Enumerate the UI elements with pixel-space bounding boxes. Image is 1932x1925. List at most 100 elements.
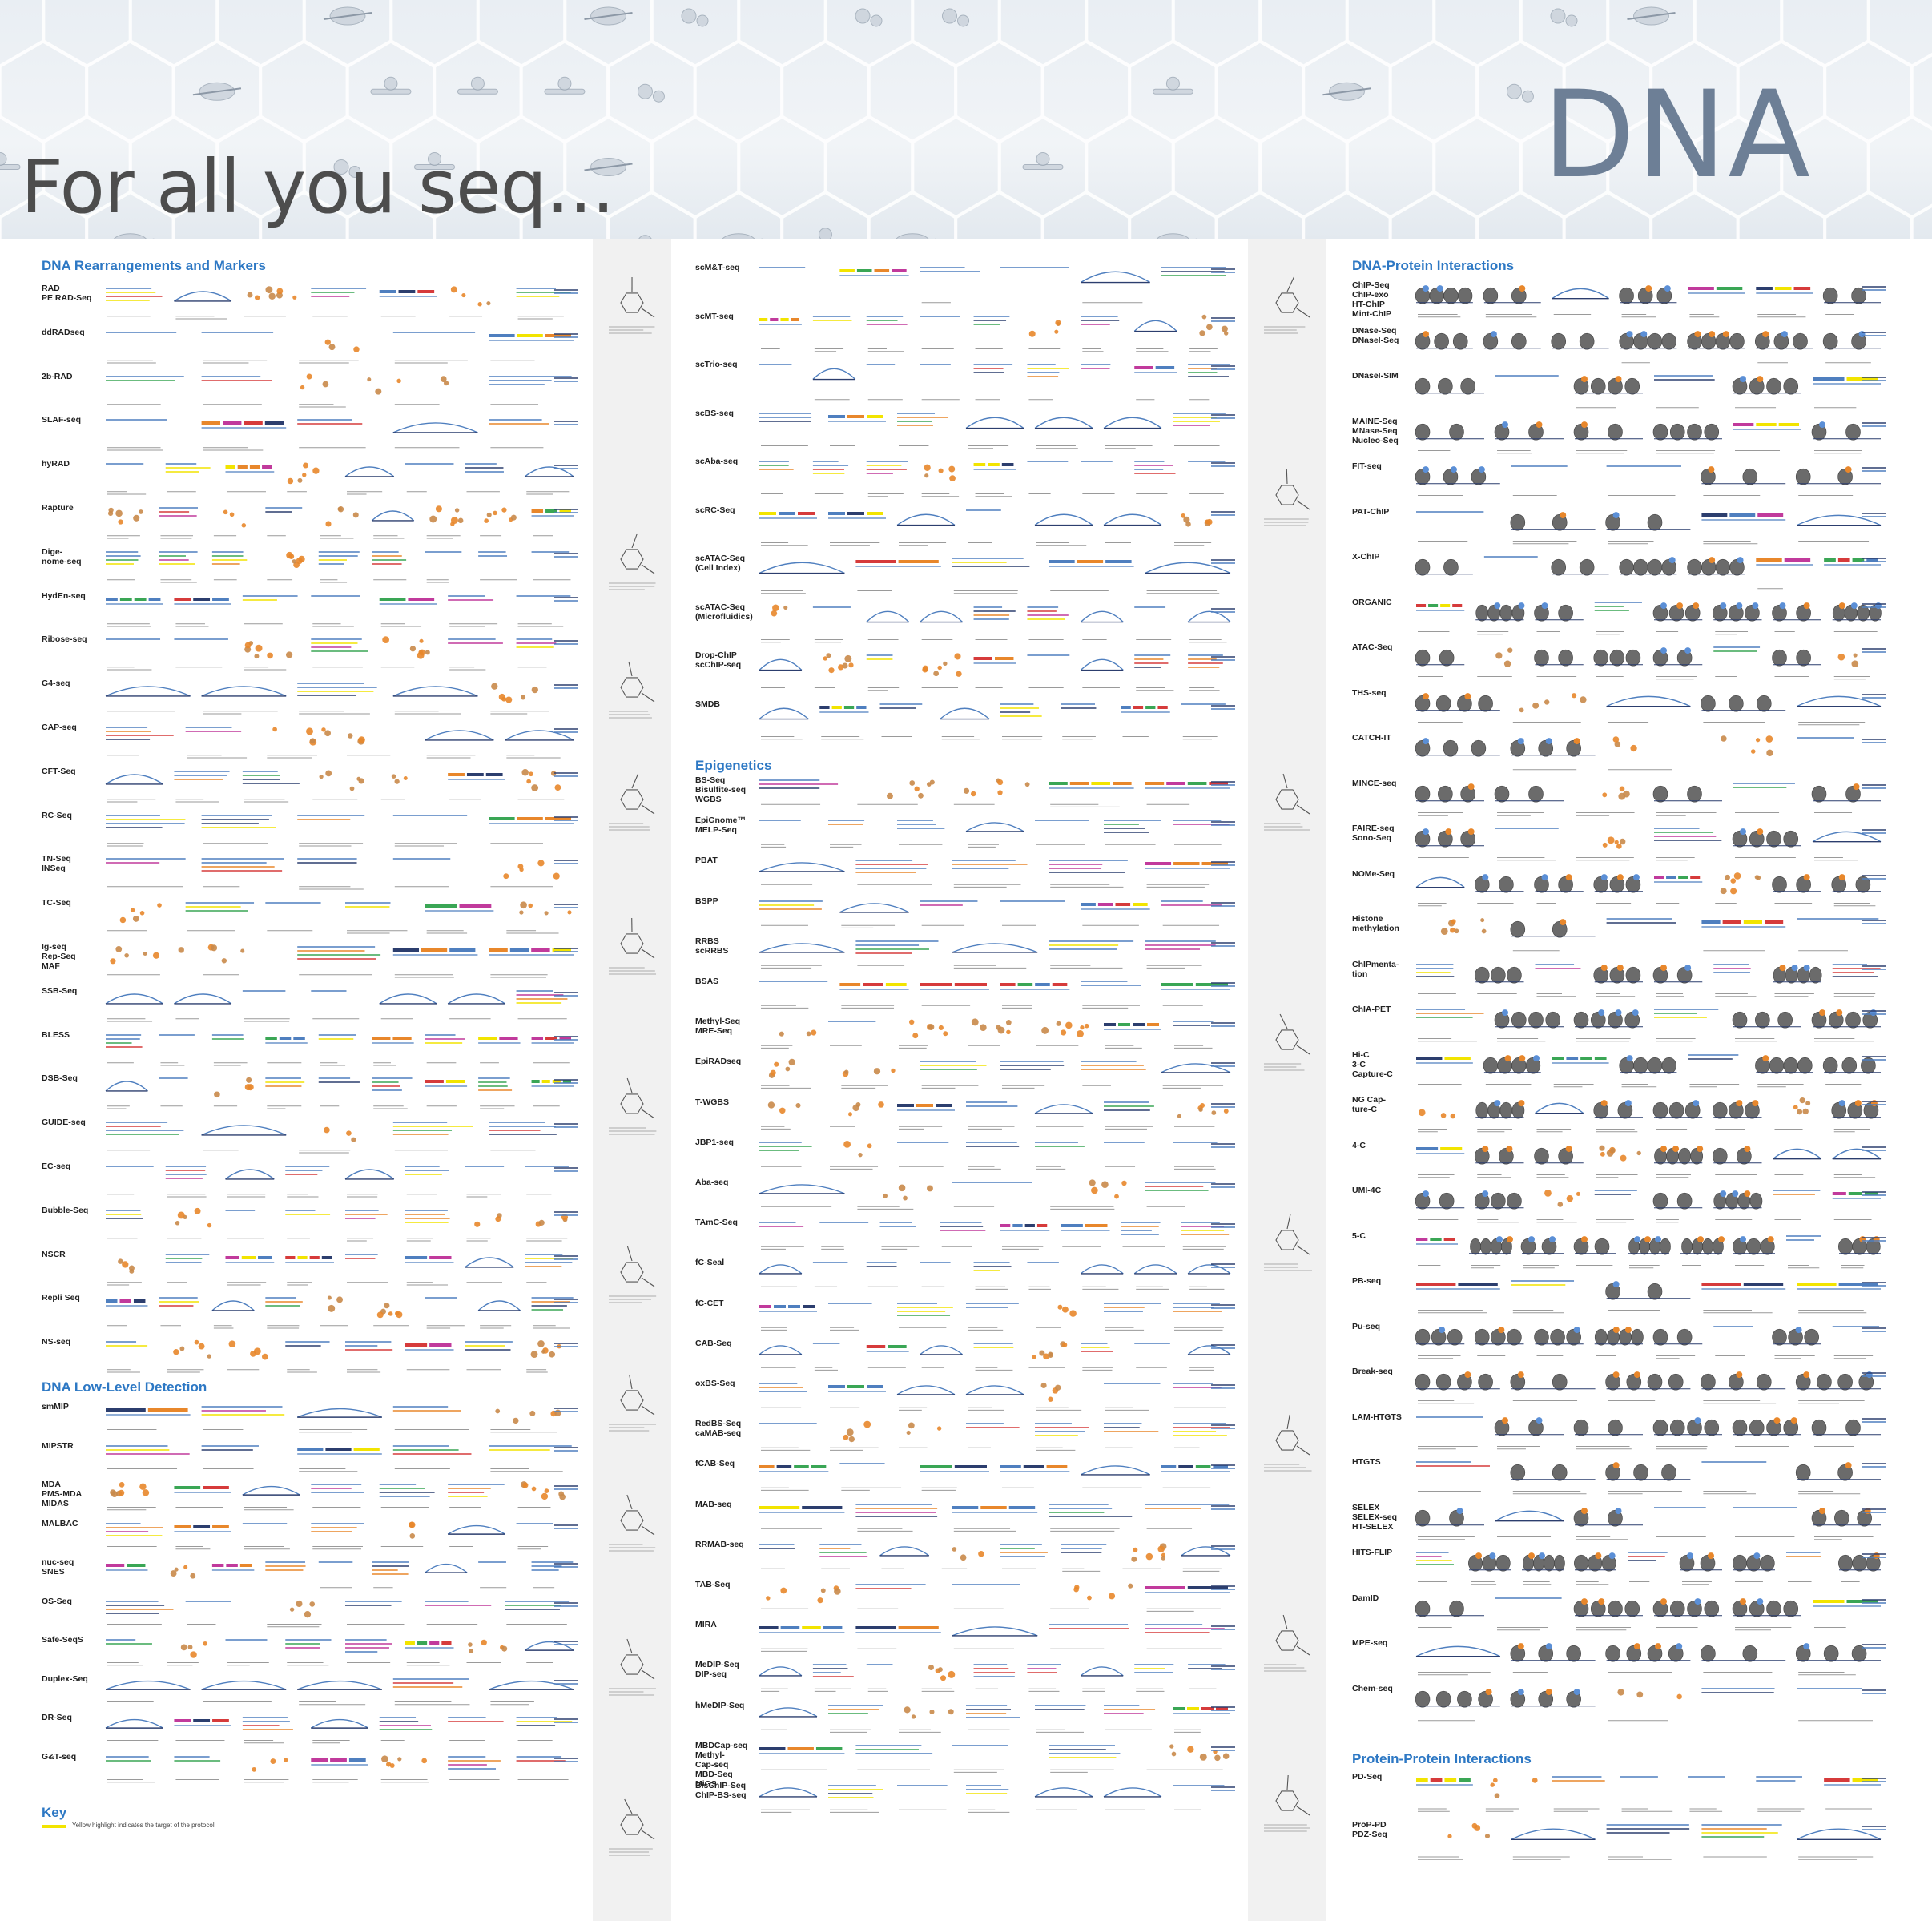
protocol-row: fC-Seal bbox=[695, 1258, 1240, 1295]
protocol-diagram bbox=[1413, 1095, 1889, 1136]
protocol-name: scATAC-Seq (Cell Index) bbox=[695, 554, 751, 573]
protocol-name: BLESS bbox=[42, 1030, 98, 1040]
protocol-name: EpiRADseq bbox=[695, 1057, 751, 1066]
protocol-diagram bbox=[756, 1660, 1238, 1695]
protocol-row: Hi-C 3-C Capture-C bbox=[1352, 1050, 1890, 1093]
protocol-row: Ig-seq Rep-Seq MAF bbox=[42, 942, 583, 983]
protocol-diagram bbox=[1413, 1772, 1889, 1815]
protocol-name: RC-Seq bbox=[42, 811, 98, 820]
protocol-row: BS-Seq Bisulfite-seq WGBS bbox=[695, 775, 1240, 812]
protocol-row: DNaseI-SIM bbox=[1352, 371, 1890, 413]
protocol-row: GUIDE-seq bbox=[42, 1118, 583, 1158]
protocol-row: ORGANIC bbox=[1352, 598, 1890, 640]
protocol-name: UMI-4C bbox=[1352, 1186, 1408, 1195]
protocol-name: DSB-Seq bbox=[42, 1073, 98, 1083]
protocol-diagram bbox=[103, 415, 582, 454]
protocol-diagram bbox=[1413, 779, 1889, 820]
protocol-row: MIPSTR bbox=[42, 1441, 583, 1477]
protocol-row: ProP-PD PDZ-Seq bbox=[1352, 1820, 1890, 1865]
protocol-name: MDA PMS-MDA MIDAS bbox=[42, 1480, 98, 1508]
protocol-row: CFT-Seq bbox=[42, 767, 583, 807]
protocol-name: LAM-HTGTS bbox=[1352, 1412, 1408, 1422]
protocol-row: Drop-ChIP scChIP-seq bbox=[695, 650, 1240, 696]
protocol-name: Histone methylation bbox=[1352, 914, 1408, 933]
protocol-diagram bbox=[103, 1073, 582, 1113]
protocol-diagram bbox=[103, 767, 582, 806]
protocol-name: hMeDIP-Seq bbox=[695, 1701, 751, 1710]
protocol-row: RRMAB-seq bbox=[695, 1540, 1240, 1577]
protocol-diagram bbox=[756, 1097, 1238, 1133]
protocol-diagram bbox=[103, 284, 582, 323]
protocol-name: scAba-seq bbox=[695, 457, 751, 466]
protocol-name: ChIA-PET bbox=[1352, 1005, 1408, 1014]
protocol-diagram bbox=[103, 1674, 582, 1709]
protocol-name: EC-seq bbox=[42, 1162, 98, 1171]
protocol-row: TAmC-Seq bbox=[695, 1218, 1240, 1254]
protocol-name: NG Cap- ture-C bbox=[1352, 1095, 1408, 1114]
protocol-name: ChIP-Seq ChIP-exo HT-ChIP Mint-ChIP bbox=[1352, 280, 1408, 319]
protocol-diagram bbox=[103, 1293, 582, 1332]
protocol-row: CAB-Seq bbox=[695, 1339, 1240, 1375]
protocol-diagram bbox=[1413, 507, 1889, 548]
protocol-name: ProP-PD PDZ-Seq bbox=[1352, 1820, 1408, 1839]
protocol-row: BisChIP-Seq ChIP-BS-seq bbox=[695, 1781, 1240, 1818]
protocol-diagram bbox=[103, 1250, 582, 1289]
protocol-row: fCAB-Seq bbox=[695, 1459, 1240, 1496]
protocol-diagram bbox=[1413, 824, 1889, 864]
poster-title: DNA bbox=[1543, 66, 1812, 205]
protocol-row: BLESS bbox=[42, 1030, 583, 1071]
protocol-diagram bbox=[756, 856, 1238, 891]
protocol-name: Pu-seq bbox=[1352, 1322, 1408, 1331]
protocol-name: FAIRE-seq Sono-Seq bbox=[1352, 824, 1408, 843]
heading-rearrangements: DNA Rearrangements and Markers bbox=[42, 258, 266, 274]
protocol-diagram bbox=[103, 634, 582, 674]
protocol-name: scTrio-seq bbox=[695, 360, 751, 369]
protocol-row: ChIA-PET bbox=[1352, 1005, 1890, 1047]
protocol-diagram bbox=[756, 1620, 1238, 1655]
protocol-diagram bbox=[756, 554, 1238, 598]
protocol-name: TAB-Seq bbox=[695, 1580, 751, 1589]
protocol-name: Methyl-Seq MRE-Seq bbox=[695, 1017, 751, 1036]
protocol-name: BSAS bbox=[695, 977, 751, 986]
protocol-diagram bbox=[756, 1540, 1238, 1575]
protocol-row: PAT-ChIP bbox=[1352, 507, 1890, 550]
protocol-name: MIRA bbox=[695, 1620, 751, 1629]
protocol-diagram bbox=[103, 854, 582, 893]
protocol-row: scRC-Seq bbox=[695, 505, 1240, 551]
protocol-row: MAINE-Seq MNase-Seq Nucleo-Seq bbox=[1352, 417, 1890, 459]
protocol-row: DR-Seq bbox=[42, 1713, 583, 1749]
protocol-name: scATAC-Seq (Microfluidics) bbox=[695, 602, 751, 622]
protocol-row: DNase-Seq DNaseI-Seq bbox=[1352, 326, 1890, 368]
protocol-row: JBP1-seq bbox=[695, 1138, 1240, 1174]
protocol-name: SSB-Seq bbox=[42, 986, 98, 996]
protocol-name: Ribose-seq bbox=[42, 634, 98, 644]
protocol-row: PD-Seq bbox=[1352, 1772, 1890, 1817]
protocol-name: CAB-Seq bbox=[695, 1339, 751, 1348]
protocol-diagram bbox=[756, 1258, 1238, 1293]
protocol-row: Rapture bbox=[42, 503, 583, 544]
protocol-name: SMDB bbox=[695, 699, 751, 709]
structure-panel-left bbox=[593, 239, 671, 1921]
protocol-name: FIT-seq bbox=[1352, 461, 1408, 471]
protocol-row: SSB-Seq bbox=[42, 986, 583, 1027]
protocol-name: HTGTS bbox=[1352, 1457, 1408, 1467]
protocol-diagram bbox=[103, 811, 582, 850]
protocol-row: SELEX SELEX-seq HT-SELEX bbox=[1352, 1503, 1890, 1545]
protocol-row: fC-CET bbox=[695, 1299, 1240, 1335]
protocol-row: PB-seq bbox=[1352, 1276, 1890, 1319]
protocol-row: BSPP bbox=[695, 896, 1240, 933]
protocol-name: scM&T-seq bbox=[695, 263, 751, 272]
protocol-name: SELEX SELEX-seq HT-SELEX bbox=[1352, 1503, 1408, 1532]
protocol-diagram bbox=[1413, 1548, 1889, 1589]
protocol-diagram bbox=[103, 1337, 582, 1376]
protocol-diagram bbox=[756, 1580, 1238, 1615]
protocol-row: TN-Seq INSeq bbox=[42, 854, 583, 895]
protocol-row: HITS-FLIP bbox=[1352, 1548, 1890, 1590]
protocol-row: SLAF-seq bbox=[42, 415, 583, 456]
protocol-row: MDA PMS-MDA MIDAS bbox=[42, 1480, 583, 1516]
protocol-row: UMI-4C bbox=[1352, 1186, 1890, 1228]
protocol-diagram bbox=[103, 1519, 582, 1553]
protocol-diagram bbox=[1413, 326, 1889, 367]
heading-dna-protein: DNA-Protein Interactions bbox=[1352, 258, 1514, 274]
heading-protein-protein: Protein-Protein Interactions bbox=[1352, 1751, 1532, 1767]
